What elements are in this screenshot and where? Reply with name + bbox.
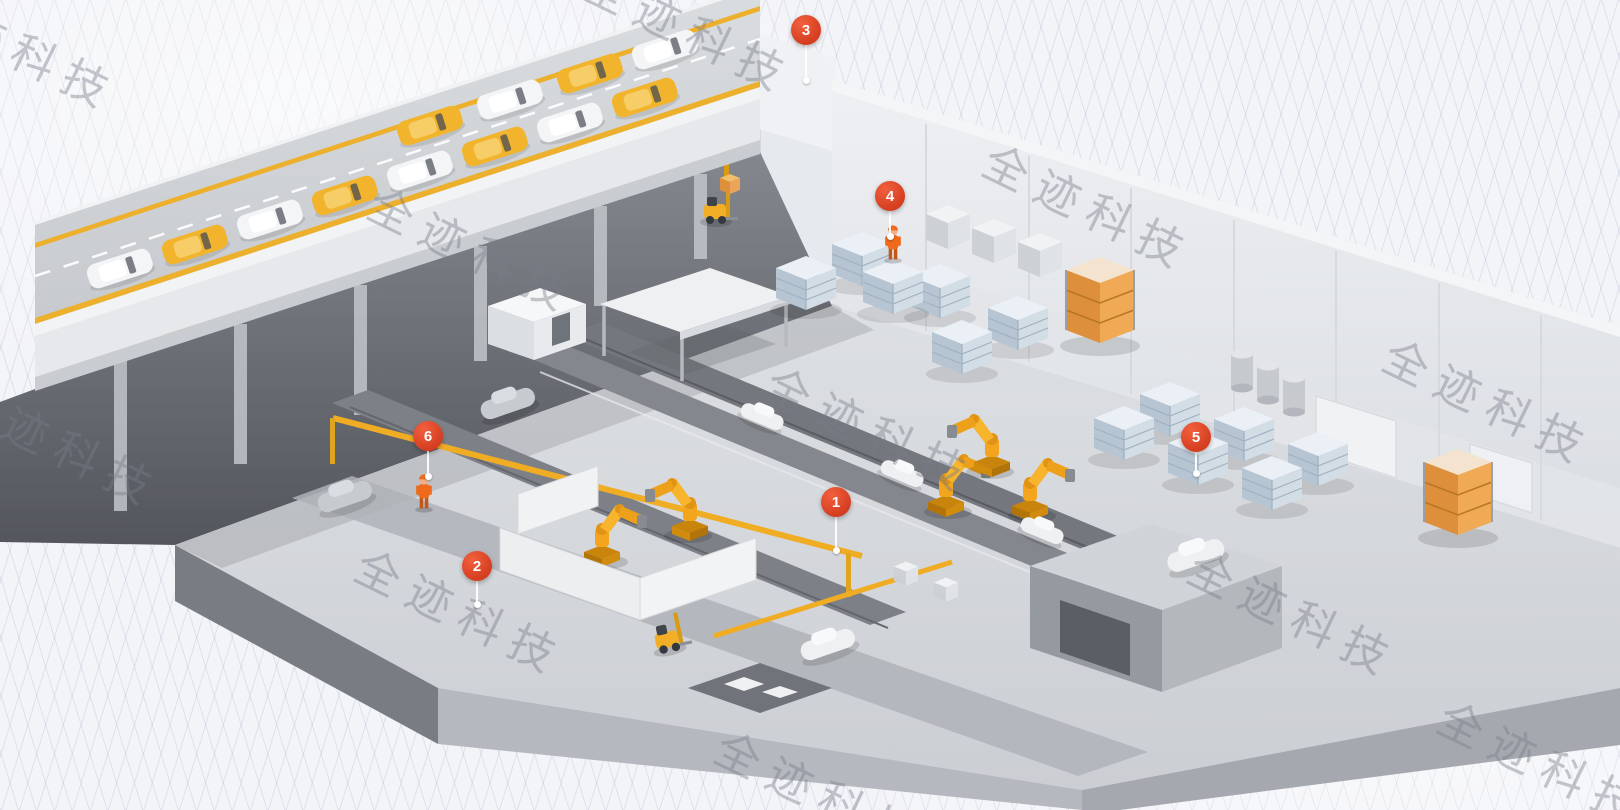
storage-drum [1257,361,1279,405]
storage-cabinet [972,219,1016,263]
pallet-rack [1417,448,1499,549]
marker-leader-line [889,209,891,235]
storage-cabinet [1018,233,1062,277]
marker-leader-line [427,449,429,475]
bridge-pillars [114,174,707,511]
canopy-fascia [680,296,790,340]
storage-drum [1231,349,1253,393]
marker-leader-line [805,43,807,79]
floor-surface [175,306,1620,790]
dock-block-top [1030,524,1282,610]
pallet-rack [1059,256,1141,357]
marker-badge[interactable]: 5 [1181,422,1211,452]
marker-anchor-dot [832,547,840,554]
stacker-mast [724,150,729,192]
canopy-structure [600,268,790,381]
marker-badge[interactable]: 1 [821,487,851,517]
bridge-pillar [474,246,487,361]
underpass-shadow-area [0,152,832,545]
marker-anchor-dot [802,77,810,84]
dock-opening [1060,600,1130,676]
marker-leader-line [476,579,478,603]
storage-drum [1283,373,1305,417]
dock-block-right-face [1162,566,1282,692]
marker-leader-line [835,515,837,549]
bridge-deck-edge [35,87,760,336]
crane-post [846,553,851,597]
floor-front-left-face [438,688,1082,810]
floor-left-face [175,545,438,744]
loading-dock [1030,524,1282,692]
marker-anchor-dot [473,601,481,608]
inspection-platform [688,663,832,713]
marker-badge[interactable]: 6 [413,421,443,451]
gatehouse [488,288,586,360]
partition-panel [639,537,757,621]
gatehouse-door [552,312,570,346]
bridge-front-face [35,99,760,377]
bridge-pillar [354,285,367,415]
partition-walls [499,465,959,713]
floor-front-right-face [1082,688,1620,810]
marker-badge[interactable]: 3 [791,15,821,45]
underpass [0,152,832,545]
bridge-pillar [234,324,247,464]
guardrail-yellow-near [35,81,760,324]
marker-badge[interactable]: 2 [462,551,492,581]
partition-panel [517,465,599,535]
crane-post [330,418,335,464]
highway-bridge [34,0,761,391]
work-table [893,561,919,586]
marker-anchor-dot [424,473,432,480]
canopy-floor-shadow [628,322,776,374]
marker-anchor-dot [886,233,894,240]
bridge-girder [35,140,760,391]
marker-badge[interactable]: 4 [875,181,905,211]
bridge-pillar [114,361,127,511]
work-table [933,577,959,602]
marker-anchor-dot [1192,470,1200,477]
wall-corner [742,29,836,152]
marker-leader-line [1195,450,1197,472]
bridge-pillar [594,206,607,306]
lifted-crate [720,174,740,194]
bridge-pillar [694,174,707,259]
forklifts [646,150,740,659]
conveyor-belt [527,344,1130,592]
storage-cabinet [926,205,970,249]
canopy-roof [600,268,790,332]
lane-divider [34,37,761,278]
wall-top-trim [832,80,1620,337]
